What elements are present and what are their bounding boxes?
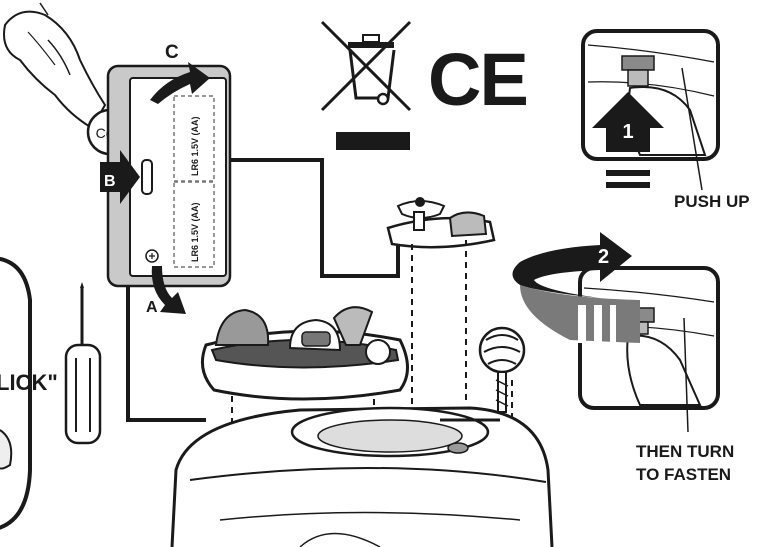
step-2-caption-line1: THEN TURN bbox=[636, 442, 734, 461]
toy-dome bbox=[214, 308, 270, 346]
battery-compartment: LR6 1.5V (AA) LR6 1.5V (AA) bbox=[106, 64, 232, 288]
left-click-panel: LICK" bbox=[0, 257, 58, 530]
step-1-number: 1 bbox=[622, 121, 633, 143]
step-2-number: 2 bbox=[598, 246, 609, 268]
step-c-label: C bbox=[165, 42, 179, 63]
click-text: LICK" bbox=[0, 370, 58, 395]
large-toy-tray bbox=[200, 306, 409, 401]
compartment-latch bbox=[141, 159, 153, 195]
clip-tab bbox=[621, 55, 655, 71]
step-1-panel: 1 PUSH UP bbox=[581, 29, 750, 211]
push-up-arrow-icon bbox=[592, 92, 664, 152]
step-a-label: A bbox=[146, 299, 158, 316]
battery-slot-2 bbox=[173, 181, 215, 268]
wiring bbox=[126, 158, 400, 422]
screwdriver-icon bbox=[64, 282, 102, 445]
battery-2-label: LR6 1.5V (AA) bbox=[190, 202, 200, 262]
weee-crossed-bin-icon bbox=[320, 20, 412, 150]
small-toy-tray bbox=[386, 197, 496, 249]
arrow-c-icon: C bbox=[150, 42, 210, 104]
walker-base bbox=[170, 406, 554, 547]
turn-arrow-icon bbox=[512, 232, 640, 343]
battery-1-label: LR6 1.5V (AA) bbox=[190, 116, 200, 176]
battery-slot-1 bbox=[173, 95, 215, 182]
arrow-a-icon: A bbox=[146, 266, 186, 316]
step-1-caption: PUSH UP bbox=[674, 192, 750, 211]
toy-icecream bbox=[332, 306, 374, 346]
step-b-label: B bbox=[104, 173, 116, 190]
step-2-panel: 2 THEN TURN TO FASTEN bbox=[512, 232, 734, 484]
arrow-b-icon: B bbox=[100, 150, 140, 204]
ce-mark-icon: CE bbox=[428, 38, 529, 121]
step-2-caption-line2: TO FASTEN bbox=[636, 465, 731, 484]
ce-mark-text: CE bbox=[428, 38, 527, 121]
